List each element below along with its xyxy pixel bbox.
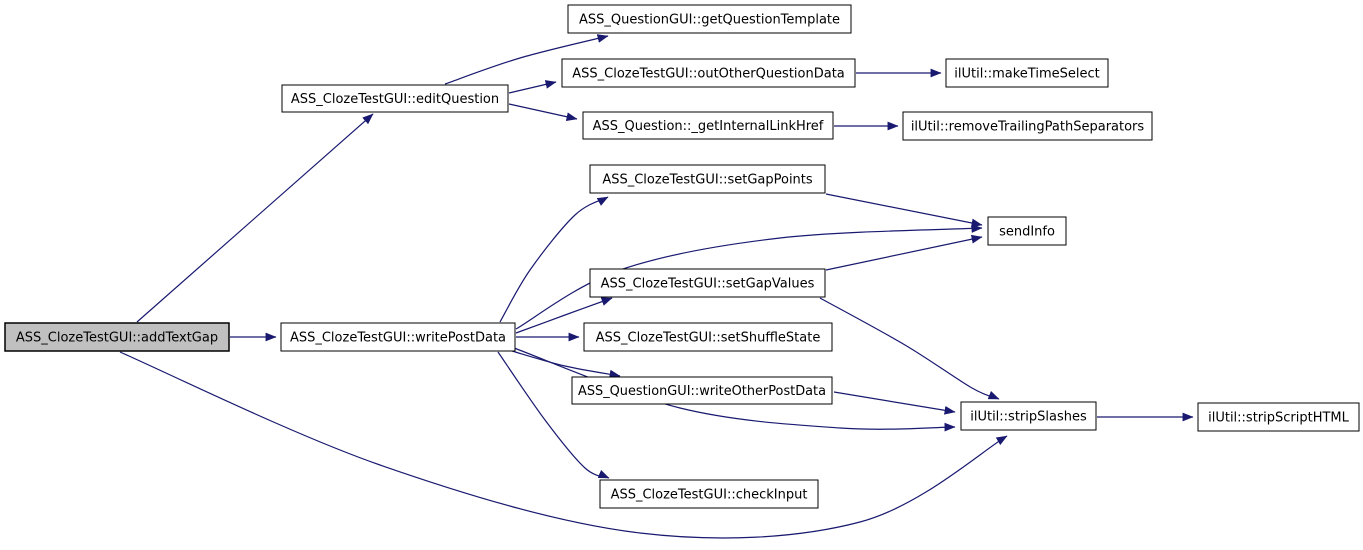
edge-editQuestion-to-getInternalLinkHref [508,103,578,122]
node-stripSlashes[interactable]: ilUtil::stripSlashes [960,401,1097,431]
node-checkInput[interactable]: ASS_ClozeTestGUI::checkInput [599,479,819,509]
node-sendInfo[interactable]: sendInfo [987,216,1067,246]
node-writeOtherPostData[interactable]: ASS_QuestionGUI::writeOtherPostData [571,376,833,405]
node-box [4,322,230,352]
node-box [561,58,856,88]
node-box [583,322,833,352]
edge-addTextGap-to-editQuestion [136,113,374,323]
node-label: ASS_ClozeTestGUI::setGapValues [601,277,815,292]
node-setGapPoints[interactable]: ASS_ClozeTestGUI::setGapPoints [589,164,826,194]
node-box [567,4,852,34]
node-writePostData[interactable]: ASS_ClozeTestGUI::writePostData [280,322,516,352]
node-label: ASS_ClozeTestGUI::editQuestion [291,92,499,107]
node-label: sendInfo [999,225,1055,240]
node-stripScriptHTML[interactable]: ilUtil::stripScriptHTML [1197,402,1360,432]
node-box [960,401,1097,431]
node-label: ASS_ClozeTestGUI::checkInput [611,488,808,503]
node-getInternalLinkHref[interactable]: ASS_Question::_getInternalLinkHref [582,111,834,140]
node-removeTrailingPathSeparators[interactable]: ilUtil::removeTrailingPathSeparators [902,111,1153,141]
node-label: ilUtil::makeTimeSelect [954,67,1099,82]
node-box [987,216,1067,246]
node-addTextGap: ASS_ClozeTestGUI::addTextGap [4,322,230,352]
node-label: ASS_ClozeTestGUI::writePostData [290,331,506,346]
node-box [599,479,819,509]
node-box [571,376,833,405]
node-layer: ASS_ClozeTestGUI::addTextGapASS_ClozeTes… [4,4,1360,509]
edge-editQuestion-to-getQuestionTemplate [444,34,609,85]
edge-writePostData-to-stripSlashes [513,347,956,432]
node-getQuestionTemplate[interactable]: ASS_QuestionGUI::getQuestionTemplate [567,4,852,34]
edge-setGapValues-to-stripSlashes [819,297,1000,400]
node-makeTimeSelect[interactable]: ilUtil::makeTimeSelect [945,58,1109,88]
node-box [945,58,1109,88]
node-setShuffleState[interactable]: ASS_ClozeTestGUI::setShuffleState [583,322,833,352]
node-box [902,111,1153,141]
edge-writePostData-to-sendInfo [515,224,983,330]
node-setGapValues[interactable]: ASS_ClozeTestGUI::setGapValues [589,268,826,298]
edge-writePostData-to-writeOtherPostData [511,350,621,379]
edge-writeOtherPostData-to-stripSlashes [833,391,956,415]
edge-writePostData-to-setGapValues [515,297,613,334]
edge-layer [119,34,1194,539]
node-label: ASS_QuestionGUI::getQuestionTemplate [579,13,840,28]
node-editQuestion[interactable]: ASS_ClozeTestGUI::editQuestion [281,84,509,113]
edge-setGapValues-to-sendInfo [825,234,983,271]
node-label: ASS_Question::_getInternalLinkHref [593,119,824,134]
edge-addTextGap-to-stripSlashes [119,351,1008,539]
edge-writePostData-to-checkInput [497,351,610,479]
node-label: ASS_ClozeTestGUI::setGapPoints [602,173,813,188]
edge-setGapPoints-to-sendInfo [825,193,983,228]
node-label: ASS_ClozeTestGUI::addTextGap [16,331,218,346]
node-box [1197,402,1360,432]
node-box [589,268,826,298]
node-box [589,164,826,194]
node-label: ASS_ClozeTestGUI::setShuffleState [596,331,821,346]
node-label: ilUtil::removeTrailingPathSeparators [911,120,1145,135]
node-box [281,84,509,113]
node-outOtherQuestionData[interactable]: ASS_ClozeTestGUI::outOtherQuestionData [561,58,856,88]
edge-editQuestion-to-outOtherQuestionData [508,80,557,94]
node-label: ASS_ClozeTestGUI::outOtherQuestionData [572,67,845,82]
node-label: ASS_QuestionGUI::writeOtherPostData [578,384,826,399]
node-label: ilUtil::stripScriptHTML [1208,411,1350,426]
edge-writePostData-to-setGapPoints [499,196,609,323]
node-label: ilUtil::stripSlashes [970,410,1087,425]
node-box [280,322,516,352]
node-box [582,111,834,140]
